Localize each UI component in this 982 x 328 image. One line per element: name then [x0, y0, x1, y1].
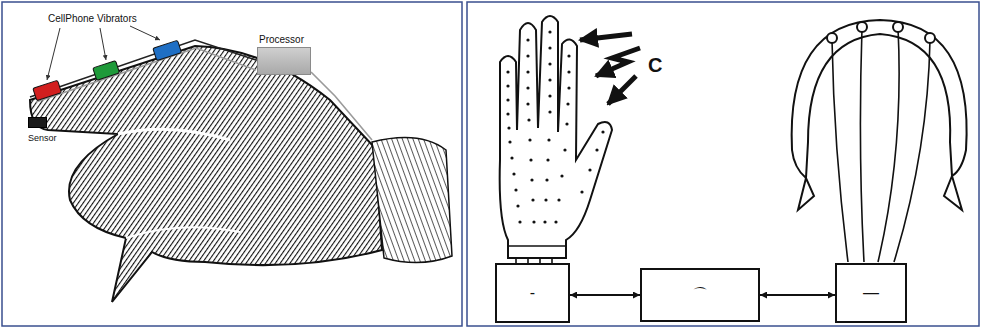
sleeve-cuff — [372, 138, 452, 263]
process-box: ⌒ — [640, 268, 760, 322]
node-text: — — [863, 284, 879, 302]
vibrator-red — [33, 80, 62, 100]
sensor-box — [28, 117, 47, 128]
wire — [30, 40, 256, 97]
processor-unit: Processor — [257, 34, 311, 75]
part-label: CellPhone Vibrators — [46, 13, 139, 24]
glove-drawing — [500, 16, 612, 258]
panel-frame — [467, 2, 979, 326]
sensor-unit: Sensor — [26, 117, 59, 143]
node-text: Processor — [257, 34, 306, 45]
processor-box — [257, 47, 311, 75]
node-text: - — [530, 284, 535, 302]
double-arrow — [760, 294, 835, 296]
headband-wires — [832, 28, 930, 262]
double-arrow — [570, 294, 640, 296]
motion-arrows — [580, 34, 640, 104]
vibrator-green — [93, 61, 120, 81]
finger-crease — [118, 129, 230, 140]
vibrator-blue — [153, 40, 182, 60]
thumb-crease — [126, 227, 240, 238]
wire — [36, 48, 256, 102]
headband-drawing — [792, 20, 967, 210]
leader-line — [47, 28, 60, 80]
electrode-dots — [827, 22, 935, 43]
panel-frame — [2, 2, 462, 326]
leader-line — [100, 28, 106, 60]
node-text: ⌒ — [692, 285, 708, 306]
hand-drawing — [30, 46, 382, 302]
node-text: Sensor — [26, 133, 59, 143]
wire — [311, 72, 372, 140]
sensor-dots — [506, 30, 604, 223]
process-box: - — [495, 263, 570, 323]
process-box: — — [835, 263, 907, 323]
callout-letter: C — [646, 54, 664, 77]
leader-line — [130, 26, 160, 40]
